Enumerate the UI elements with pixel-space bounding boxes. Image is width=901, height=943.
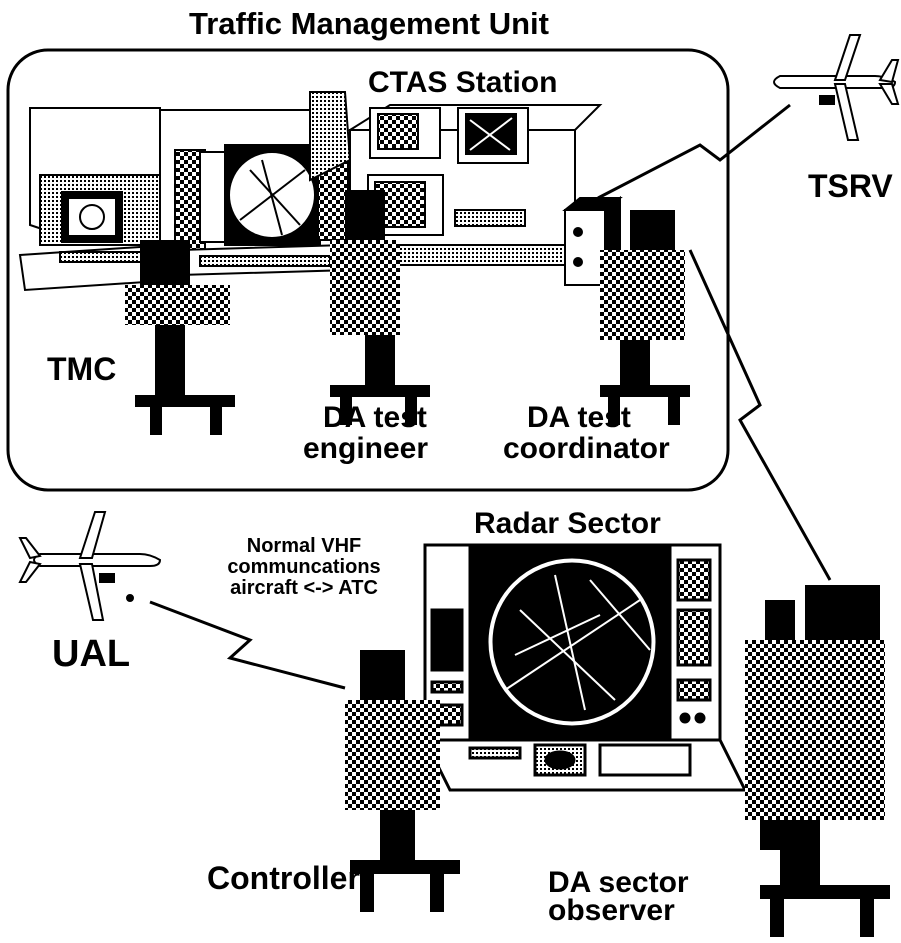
tsrv-observer-link — [688, 249, 832, 581]
controller-label: Controller — [207, 860, 360, 896]
room-radar-console — [159, 109, 352, 277]
vhf-label-line2: communcations — [227, 556, 381, 578]
coordinator-figure — [600, 210, 690, 425]
coordinator-label-line2: coordinator — [503, 432, 670, 465]
engineer-label-line2: engineer — [303, 432, 429, 465]
diagram-title: Traffic Management Unit — [189, 6, 549, 41]
vhf-label-line1: Normal VHF — [246, 535, 362, 557]
ual-controller-link — [149, 600, 346, 690]
ual-label: UAL — [52, 633, 131, 675]
tsrv-label: TSRV — [808, 168, 893, 204]
engineer-figure — [330, 190, 430, 425]
controller-figure — [345, 650, 460, 912]
observer-label-line2: observer — [548, 894, 675, 927]
ctas-station-label: CTAS Station — [368, 66, 558, 99]
tsrv-ctas-link — [597, 103, 791, 200]
observer-label-line1: DA sector — [548, 866, 689, 899]
coordinator-label-line1: DA test — [527, 401, 631, 434]
vhf-label-line3: aircraft <-> ATC — [230, 577, 378, 599]
tmc-label: TMC — [47, 351, 117, 387]
tmu-room-outline — [6, 48, 730, 492]
radar-sector-console — [422, 543, 748, 792]
tmc-console — [18, 107, 177, 292]
engineer-label-line1: DA test — [323, 401, 427, 434]
observer-figure — [745, 585, 890, 937]
radio-links — [149, 103, 832, 690]
radar-sector-label: Radar Sector — [474, 507, 661, 540]
tsrv-aircraft-icon — [773, 34, 900, 141]
tmc-figure — [125, 240, 235, 435]
ual-aircraft-icon — [18, 511, 162, 621]
